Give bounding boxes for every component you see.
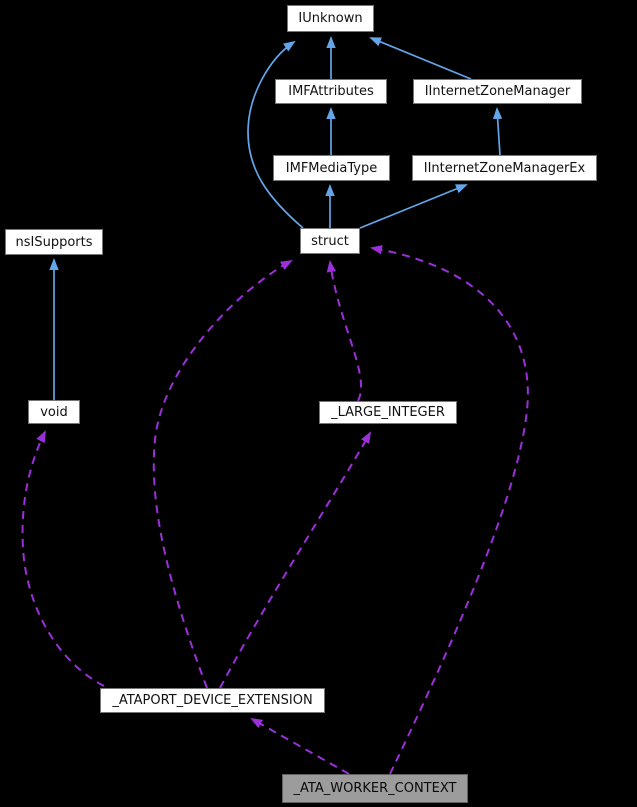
edge-iinternetzonemanager-to-iunknown [369,37,472,80]
node-struct[interactable]: struct [300,228,360,254]
node-iinternetzonemanagerex[interactable]: IInternetZoneManagerEx [412,155,597,181]
edge-ata-worker-to-struct [370,245,529,775]
node-imfattributes[interactable]: IMFAttributes [275,79,387,104]
node-ata-worker-context[interactable]: _ATA_WORKER_CONTEXT [282,774,468,803]
edge-struct-to-iinternetzonemanagerex [359,184,468,229]
edge-ataport-to-struct [152,260,293,689]
edge-ataport-to-void [21,430,105,687]
edge-iinternetzonemanagerex-to-iinternetzonemanager [492,107,503,156]
node-nsisupports[interactable]: nsISupports [5,229,103,255]
edge-ata-worker-to-ataport [250,718,350,775]
node-iunknown[interactable]: IUnknown [287,5,374,32]
node-iinternetzonemanager[interactable]: IInternetZoneManager [413,79,582,104]
edge-large-integer-to-struct [326,260,363,402]
node-void[interactable]: void [28,400,80,424]
node-imfmediatype[interactable]: IMFMediaType [273,155,390,181]
node-ataport-device-extension[interactable]: _ATAPORT_DEVICE_EXTENSION [100,688,325,713]
edge-ataport-to-large-integer [219,431,371,689]
node-large-integer[interactable]: _LARGE_INTEGER [319,401,457,424]
edge-struct-to-iunknown [247,40,304,229]
